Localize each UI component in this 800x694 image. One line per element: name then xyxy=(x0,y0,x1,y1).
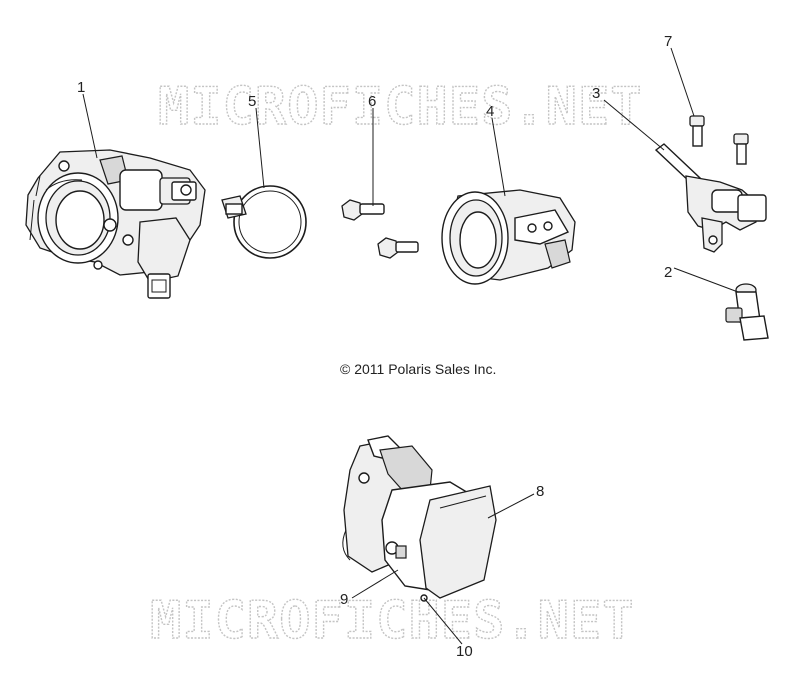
bolt-part-7-a xyxy=(689,115,705,147)
watermark-bottom: MICROFICHES.NET xyxy=(150,591,635,651)
callout-9: 9 xyxy=(340,591,348,608)
callout-2: 2 xyxy=(664,264,672,281)
fuel-rail-part-3 xyxy=(654,143,767,253)
copyright-text: © 2011 Polaris Sales Inc. xyxy=(340,361,496,377)
bolt-part-6-upper xyxy=(341,199,385,221)
callout-5: 5 xyxy=(248,93,256,110)
callout-6: 6 xyxy=(368,93,376,110)
bolt-part-7-b xyxy=(733,133,749,165)
injector-part-2 xyxy=(725,283,769,341)
callout-8: 8 xyxy=(536,483,544,500)
bolt-part-6-lower xyxy=(377,237,419,259)
clamp-part-5 xyxy=(221,185,307,259)
throttle-body-part-1 xyxy=(25,149,206,299)
callout-1: 1 xyxy=(77,79,85,96)
callout-10: 10 xyxy=(456,643,473,660)
throttle-body-assembly-part-8 xyxy=(342,435,497,602)
watermark-top: MICROFICHES.NET xyxy=(158,77,643,137)
callout-3: 3 xyxy=(592,85,600,102)
callout-7: 7 xyxy=(664,33,672,50)
adapter-part-4 xyxy=(441,189,576,285)
leader-lines xyxy=(82,47,739,645)
callout-4: 4 xyxy=(486,103,494,120)
